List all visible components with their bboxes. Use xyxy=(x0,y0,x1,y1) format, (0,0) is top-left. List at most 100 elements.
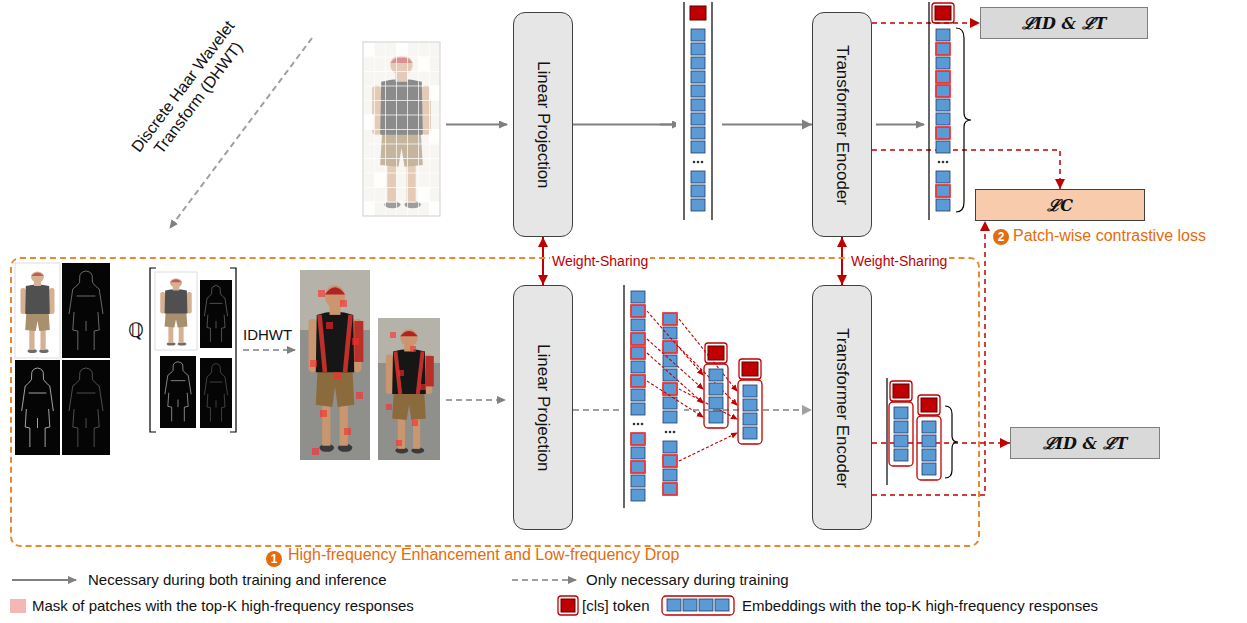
token-column xyxy=(701,161,704,164)
callout-number: 1 xyxy=(266,551,282,567)
edge-label: Weight-Sharing xyxy=(550,253,650,269)
output-column xyxy=(936,43,950,55)
loss-box: ℒID & ℒT xyxy=(1010,427,1160,459)
enhanced-image xyxy=(386,332,426,446)
token-column xyxy=(663,483,677,495)
selected-tokens xyxy=(708,368,724,424)
output-tokens xyxy=(890,381,912,401)
selected-tokens xyxy=(742,384,758,440)
wavelet-subbands xyxy=(15,263,60,358)
token-column xyxy=(631,433,645,445)
wavelet-subbands xyxy=(69,368,103,447)
node-label: Transformer Encoder xyxy=(832,45,852,205)
output-column xyxy=(936,85,950,97)
arrow-head xyxy=(1055,179,1065,189)
linear-projection: Linear Projection xyxy=(513,12,573,237)
arrow-head xyxy=(538,275,548,285)
transformer-encoder: Transformer Encoder xyxy=(812,12,872,237)
output-column xyxy=(936,43,950,197)
token-column xyxy=(641,423,644,426)
output-column xyxy=(936,127,950,139)
selected-tokens xyxy=(742,384,758,440)
region-caption: High-frequency Enhancement and Low-frequ… xyxy=(288,546,679,564)
output-tokens xyxy=(921,398,937,412)
arrow-head xyxy=(837,275,847,285)
connector xyxy=(872,18,980,28)
token-column xyxy=(633,423,636,426)
output-tokens xyxy=(887,378,958,485)
legend-samples xyxy=(558,596,578,615)
wavelet-subbands xyxy=(21,272,55,354)
token-column xyxy=(631,333,645,345)
input-arrow xyxy=(446,124,507,126)
enhanced-image xyxy=(320,410,327,417)
enhanced-image xyxy=(398,370,404,376)
enhanced-image xyxy=(312,448,319,455)
enhanced-image xyxy=(396,440,402,446)
token-column xyxy=(663,313,677,325)
token-column xyxy=(690,170,706,212)
legend-samples xyxy=(12,579,76,581)
selected-subbands xyxy=(165,362,191,422)
enhanced-image xyxy=(412,420,418,426)
node-label: ℒID & ℒT xyxy=(1043,432,1128,454)
token-column xyxy=(662,440,678,496)
output-column xyxy=(935,28,951,154)
connector xyxy=(837,237,847,285)
output-tokens xyxy=(893,406,909,462)
output-tokens xyxy=(886,378,887,485)
selection-arrows xyxy=(647,353,703,403)
output-column xyxy=(956,28,971,212)
output-tokens xyxy=(918,395,940,415)
token-column xyxy=(673,431,676,434)
enhanced-image xyxy=(390,332,396,338)
token-column xyxy=(631,375,645,387)
enhanced-image xyxy=(319,315,363,372)
selected-subbands xyxy=(200,280,232,348)
wavelet-subbands xyxy=(69,271,103,350)
output-column xyxy=(946,161,949,164)
selection-arrows xyxy=(647,311,703,375)
token-column xyxy=(669,431,672,434)
idhwt-arrow xyxy=(243,349,295,351)
legend-samples xyxy=(512,579,576,581)
output-column xyxy=(929,2,971,220)
token-column xyxy=(637,423,640,426)
legend-text: Embeddings with the top-K high-frequency… xyxy=(742,597,1098,614)
selection-arrows xyxy=(647,381,703,417)
selected-tokens xyxy=(708,346,724,360)
output-column xyxy=(938,161,941,164)
node-label: Linear Projection xyxy=(533,344,553,472)
token-column xyxy=(690,28,706,154)
legend-samples xyxy=(662,596,734,615)
token-column xyxy=(690,28,706,154)
token-column xyxy=(631,461,645,473)
arrow-head xyxy=(802,405,812,415)
connector xyxy=(573,405,812,415)
selection-arrows xyxy=(679,433,737,461)
enhanced-image xyxy=(378,318,440,460)
output-column xyxy=(935,170,951,212)
contrastive-loss-box: ℒC xyxy=(975,189,1145,221)
legend-samples xyxy=(561,599,575,612)
loss-box: ℒID & ℒT xyxy=(980,7,1148,39)
output-tokens xyxy=(917,416,941,480)
token-column xyxy=(663,455,677,467)
selected-tokens xyxy=(705,343,727,363)
input-image xyxy=(363,42,440,216)
legend-samples xyxy=(666,598,730,612)
operator-symbol: ℚ xyxy=(128,318,144,342)
output-tokens xyxy=(945,406,958,478)
output-tokens xyxy=(893,384,909,398)
arrow-head xyxy=(837,237,847,247)
selected-tokens xyxy=(704,364,728,428)
transformer-encoder: Transformer Encoder xyxy=(812,285,872,530)
enhanced-image xyxy=(378,318,440,460)
selected-tokens xyxy=(738,380,762,444)
node-label: ℒID & ℒT xyxy=(1022,12,1107,34)
arrow-head xyxy=(538,237,548,247)
training-branch-region: High-frequency Enhancement and Low-frequ… xyxy=(10,257,980,547)
image-arrow xyxy=(446,399,505,401)
